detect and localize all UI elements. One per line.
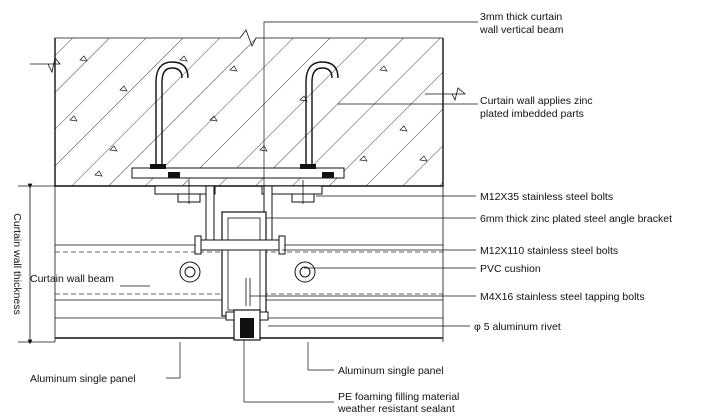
label-pvc-cushion: PVC cushion bbox=[480, 263, 541, 275]
concrete-slab bbox=[30, 29, 467, 187]
label-bolts-m12x35: M12X35 stainless steel bolts bbox=[480, 191, 613, 203]
thickness-dimension bbox=[18, 183, 55, 345]
label-angle-bracket: 6mm thick zinc plated steel angle bracke… bbox=[480, 213, 672, 225]
sealant-joint bbox=[225, 309, 269, 341]
embedded-plate bbox=[131, 164, 345, 179]
angle-bracket bbox=[154, 180, 323, 247]
label-vertical-beam-1: 3mm thick curtain bbox=[480, 11, 562, 23]
through-bolt bbox=[194, 235, 286, 255]
label-embedded-parts-2: plated imbedded parts bbox=[480, 108, 584, 120]
embedded-hook-right bbox=[305, 61, 339, 172]
side-bolts bbox=[179, 261, 316, 283]
embedded-hook-left bbox=[155, 61, 189, 172]
label-sealant-2: weather resistant sealant bbox=[337, 403, 455, 415]
label-panel-right: Aluminum single panel bbox=[338, 365, 444, 377]
label-beam: Curtain wall beam bbox=[30, 273, 114, 285]
label-panel-left: Aluminum single panel bbox=[30, 373, 136, 385]
tapping-bolt bbox=[245, 278, 251, 306]
leader-lines bbox=[120, 21, 478, 403]
label-rivet: φ 5 aluminum rivet bbox=[474, 321, 561, 333]
label-embedded-parts-1: Curtain wall applies zinc bbox=[480, 95, 593, 107]
label-bolts-m12x110: M12X110 stainless steel bolts bbox=[480, 245, 618, 257]
vertical-beam bbox=[221, 211, 267, 317]
label-vertical-beam-2: wall vertical beam bbox=[479, 24, 564, 36]
label-tapping-bolts: M4X16 stainless steel tapping bolts bbox=[480, 291, 645, 303]
thickness-label: Curtain wall thickness bbox=[11, 213, 23, 315]
label-sealant-1: PE foaming filling material bbox=[338, 391, 459, 403]
